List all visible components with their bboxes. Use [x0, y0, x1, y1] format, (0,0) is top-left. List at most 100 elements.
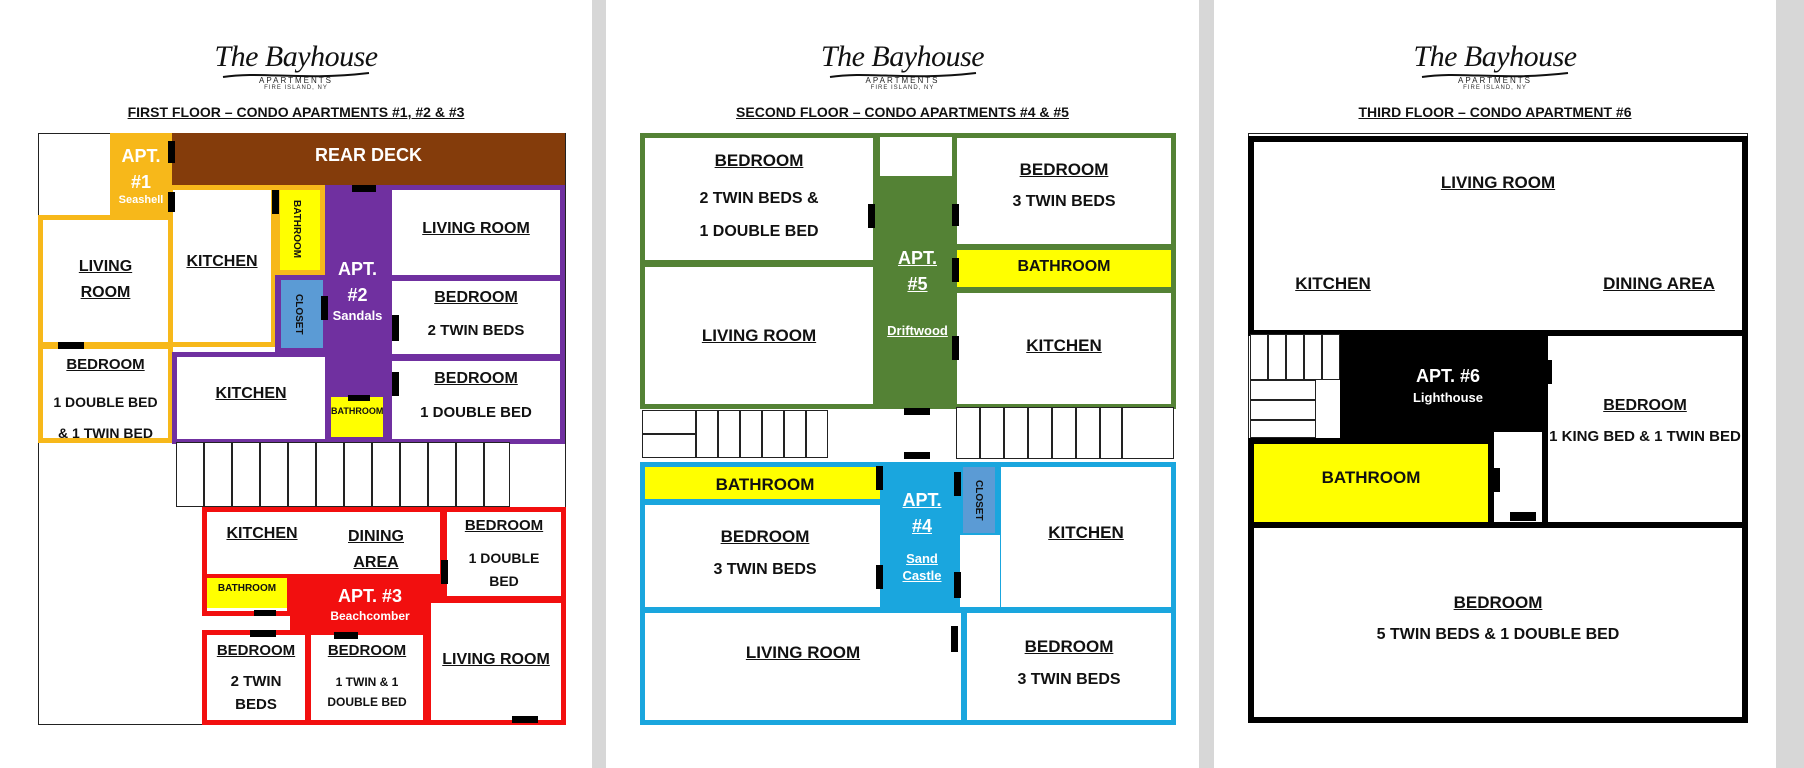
apt3-kitchen-label: KITCHEN	[226, 525, 298, 542]
logo-location: FIRE ISLAND, NY	[870, 85, 935, 91]
bayhouse-logo: The Bayhouse APARTMENTS FIRE ISLAND, NY	[0, 40, 592, 92]
logo-title: The Bayhouse	[214, 40, 378, 73]
apt5-living-room-label: LIVING ROOM	[701, 326, 817, 345]
stair-step	[484, 442, 510, 507]
apt6-name: Lighthouse	[1412, 390, 1484, 405]
apt2-living-room-label: LIVING ROOM	[422, 220, 530, 237]
apt2-label: APT.#2	[337, 259, 377, 305]
apt3-bedroom-a	[442, 507, 566, 601]
door	[1542, 360, 1552, 384]
stair-step	[1028, 407, 1052, 459]
third-floor-page: The Bayhouse APARTMENTS FIRE ISLAND, NY …	[1214, 0, 1776, 768]
door	[254, 610, 276, 616]
apt3-bathroom	[207, 578, 287, 608]
stair-step	[956, 407, 980, 459]
apt3-bathroom-label: BATHROOM	[217, 583, 277, 594]
apt2-bedroom-b	[387, 356, 565, 444]
bayhouse-logo: The Bayhouse APARTMENTS FIRE ISLAND, NY	[1214, 40, 1776, 92]
apt5-label: APT.#5	[897, 248, 937, 294]
apt3-living-room-label: LIVING ROOM	[442, 651, 550, 668]
apt4-bedroom-b-beds: 3 TWIN BEDS	[1017, 671, 1121, 688]
apt1-kitchen	[168, 185, 276, 347]
apt1-bedroom-label: BEDROOM	[66, 356, 145, 373]
apt6-dining-label: DINING AREA	[1603, 274, 1715, 293]
door	[334, 632, 358, 639]
apt2-bathroom	[331, 397, 383, 437]
rear-deck	[172, 133, 565, 185]
apt3-bedroom-c	[306, 630, 428, 725]
apt4-kitchen	[996, 462, 1176, 612]
floor-title: FIRST FLOOR – CONDO APARTMENTS #1, #2 & …	[127, 104, 465, 120]
door	[952, 336, 959, 360]
stair-step	[1076, 407, 1100, 459]
apt2-bathroom-vertical-label: BATHROOM	[291, 199, 302, 259]
apt5-name: Driftwood	[887, 323, 948, 338]
door	[272, 190, 279, 214]
stair-step	[1004, 407, 1028, 459]
door	[868, 204, 875, 228]
second-floor-page: The Bayhouse APARTMENTS FIRE ISLAND, NY …	[606, 0, 1199, 768]
door	[952, 204, 959, 226]
stair-step	[806, 410, 828, 458]
apt6-kitchen-label: KITCHEN	[1295, 274, 1371, 293]
apt2-bedroom-a-beds: 2 TWIN BEDS	[427, 322, 525, 339]
door	[876, 565, 883, 589]
first-floor-page: The Bayhouse APARTMENTS FIRE ISLAND, NY …	[0, 0, 592, 768]
stair-step	[260, 442, 288, 507]
apt6-bedroom-b	[1248, 522, 1748, 723]
apt2-bathroom-small	[275, 185, 325, 275]
door	[321, 296, 328, 320]
stair-step	[372, 442, 400, 507]
stair-step	[718, 410, 740, 458]
apt2-bedroom-b-beds: 1 DOUBLE BED	[420, 404, 532, 421]
apt5-entry	[875, 176, 960, 409]
stair-step	[1250, 420, 1316, 438]
apt6-bedroom-a-beds: 1 KING BED & 1 TWIN BED	[1549, 428, 1741, 445]
stair-step	[1100, 407, 1122, 459]
door	[904, 452, 930, 459]
stair-step	[1122, 407, 1174, 459]
door	[1510, 512, 1536, 521]
apt4-kitchen-ext	[960, 535, 1000, 612]
apt1-label: APT.#1	[121, 146, 161, 192]
stair-step	[204, 442, 232, 507]
stair-step	[1250, 380, 1316, 400]
door	[58, 342, 84, 349]
apt6-entry	[1340, 330, 1556, 438]
door	[348, 395, 370, 401]
door	[392, 372, 399, 396]
logo-location: FIRE ISLAND, NY	[1463, 85, 1527, 91]
apt2-closet-label: CLOSET	[293, 293, 304, 335]
stair-step	[1322, 334, 1340, 380]
apt6-bedroom-b-label: BEDROOM	[1453, 593, 1543, 612]
stair-step	[1304, 334, 1322, 380]
apt1-bedroom	[38, 344, 173, 443]
apt3-entry	[290, 574, 450, 634]
stair-step	[1268, 334, 1286, 380]
apt5-bedroom-b	[952, 133, 1176, 249]
apt4-label: APT.#4	[902, 490, 942, 536]
apt3-bedroom-a-label: BEDROOM	[464, 517, 544, 534]
logo-title: The Bayhouse	[1413, 40, 1577, 73]
apt6-living-room	[1248, 136, 1748, 336]
apt5-entry-top-line	[875, 133, 960, 137]
apt2-bedroom-a	[387, 276, 565, 359]
door	[904, 408, 930, 415]
rear-deck-label: REAR DECK	[314, 145, 422, 165]
stair-step	[428, 442, 456, 507]
apt5-bedroom-b-label: BEDROOM	[1019, 160, 1109, 179]
apt5-bathroom-label: BATHROOM	[1017, 258, 1111, 275]
apt5-bedroom-b-beds: 3 TWIN BEDS	[1012, 193, 1116, 210]
apt1-bedroom-beds: 1 DOUBLE BED& 1 TWIN BED	[53, 394, 158, 441]
door	[954, 472, 961, 496]
apt4-bedroom-b	[962, 608, 1176, 725]
door	[392, 315, 399, 341]
apt3-label: APT. #3	[337, 586, 403, 606]
door	[168, 192, 175, 212]
stair-step	[696, 410, 718, 458]
apt2-name: Sandals	[332, 308, 383, 323]
